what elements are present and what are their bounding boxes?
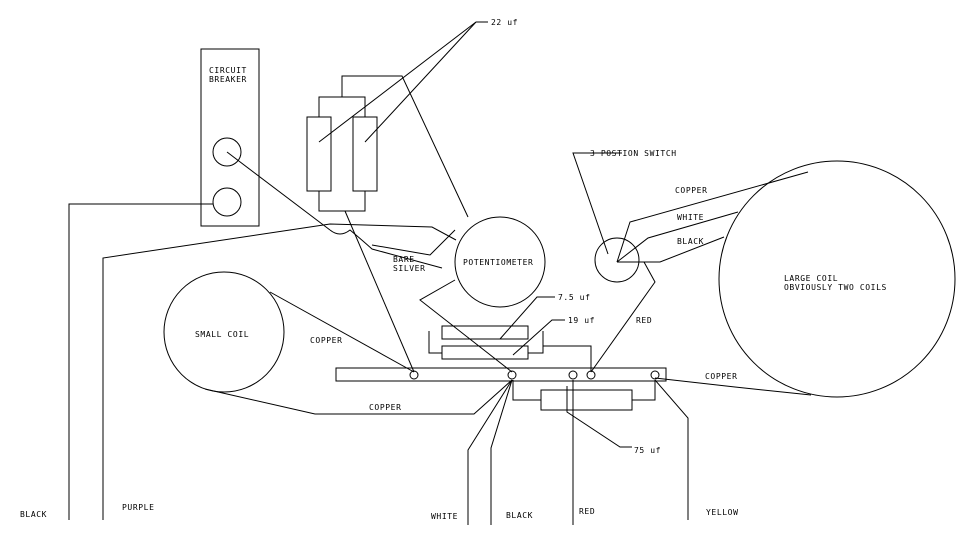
circuit-breaker	[200, 48, 260, 227]
label-wire-purple: PURPLE	[122, 503, 155, 512]
label-wire-black-bottom: BLACK	[506, 511, 533, 520]
label-7-5uf: 7.5 uf	[558, 293, 591, 302]
label-large-coil-1: LARGE COIL	[784, 274, 838, 283]
potentiometer	[454, 216, 546, 308]
terminal-strip	[335, 367, 667, 382]
small-coil-wires	[204, 291, 513, 415]
capacitors-7-5uf-19uf	[428, 296, 565, 360]
label-3-position-switch: 3 POSTION SWITCH	[590, 149, 677, 158]
main-wiring	[68, 151, 656, 520]
three-position-switch	[572, 152, 640, 283]
label-copper-right: COPPER	[705, 372, 738, 381]
label-large-coil-2: OBVIOUSLY TWO COILS	[784, 283, 887, 292]
switch-to-large-coil-wires	[616, 171, 809, 263]
label-wire-yellow: YELLOW	[706, 508, 739, 517]
label-22uf: 22 uf	[491, 18, 518, 27]
label-wire-white: WHITE	[431, 512, 458, 521]
capacitor-22uf-pair	[306, 75, 469, 218]
label-75uf: 75 uf	[634, 446, 661, 455]
small-coil	[163, 271, 285, 393]
label-19uf: 19 uf	[568, 316, 595, 325]
label-potentiometer: POTENTIOMETER	[463, 258, 533, 267]
label-bare-silver-2: SILVER	[393, 264, 426, 273]
capacitor-75uf	[512, 380, 656, 448]
label-copper-upper: COPPER	[310, 336, 343, 345]
label-bare-silver-1: BARE	[393, 255, 415, 264]
label-large-black: BLACK	[677, 237, 704, 246]
label-small-coil: SMALL COIL	[195, 330, 249, 339]
copper-right-wire	[654, 377, 812, 396]
label-large-white: WHITE	[677, 213, 704, 222]
callout-22uf	[318, 21, 488, 143]
label-red-switch: RED	[636, 316, 652, 325]
large-coil	[718, 160, 956, 398]
label-wire-black-left: BLACK	[20, 510, 47, 519]
label-circuit-breaker-1: CIRCUIT	[209, 66, 247, 75]
label-wire-red: RED	[579, 507, 595, 516]
terminal-screws	[409, 370, 660, 380]
bottom-leads	[467, 379, 689, 525]
label-circuit-breaker-2: BREAKER	[209, 75, 247, 84]
label-large-copper: COPPER	[675, 186, 708, 195]
label-copper-lower: COPPER	[369, 403, 402, 412]
